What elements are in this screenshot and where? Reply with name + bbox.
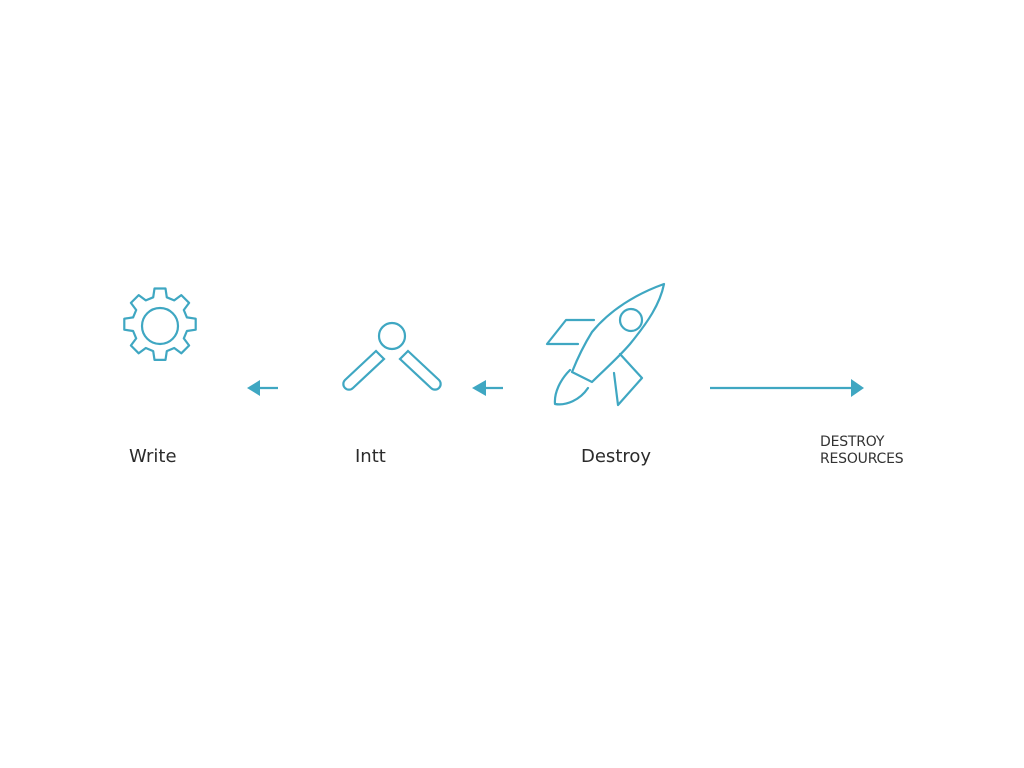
connector-arrow-1 (247, 380, 278, 396)
arrow-left-head-2 (472, 380, 486, 396)
arrow-right-head-3 (851, 379, 864, 397)
rocket-left-fin (545, 318, 596, 346)
end-label-line1: DESTROY (820, 434, 885, 450)
gear-outline (123, 287, 197, 361)
connector-arrow-3 (710, 379, 864, 397)
connector-arrow-2 (472, 380, 503, 396)
step-label-destroy: Destroy (581, 446, 652, 467)
step-label-init: Intt (355, 446, 386, 467)
rocket-icon (545, 282, 666, 407)
end-label-line2: RESOURCES (820, 451, 904, 467)
rocket-flame (553, 368, 590, 406)
pliers-icon (342, 321, 442, 391)
step-label-write: Write (129, 446, 177, 467)
rocket-right-fin (612, 352, 644, 407)
pliers-pivot (377, 321, 407, 351)
rocket-body (570, 282, 666, 384)
rocket-window (618, 307, 644, 333)
arrow-left-head-1 (247, 380, 260, 396)
pliers-left-handle (342, 349, 386, 391)
pliers-right-handle (398, 349, 442, 391)
gear-hub (140, 306, 180, 346)
gear-icon (123, 287, 197, 361)
end-label-destroy-resources: DESTROY RESOURCES (820, 434, 904, 468)
